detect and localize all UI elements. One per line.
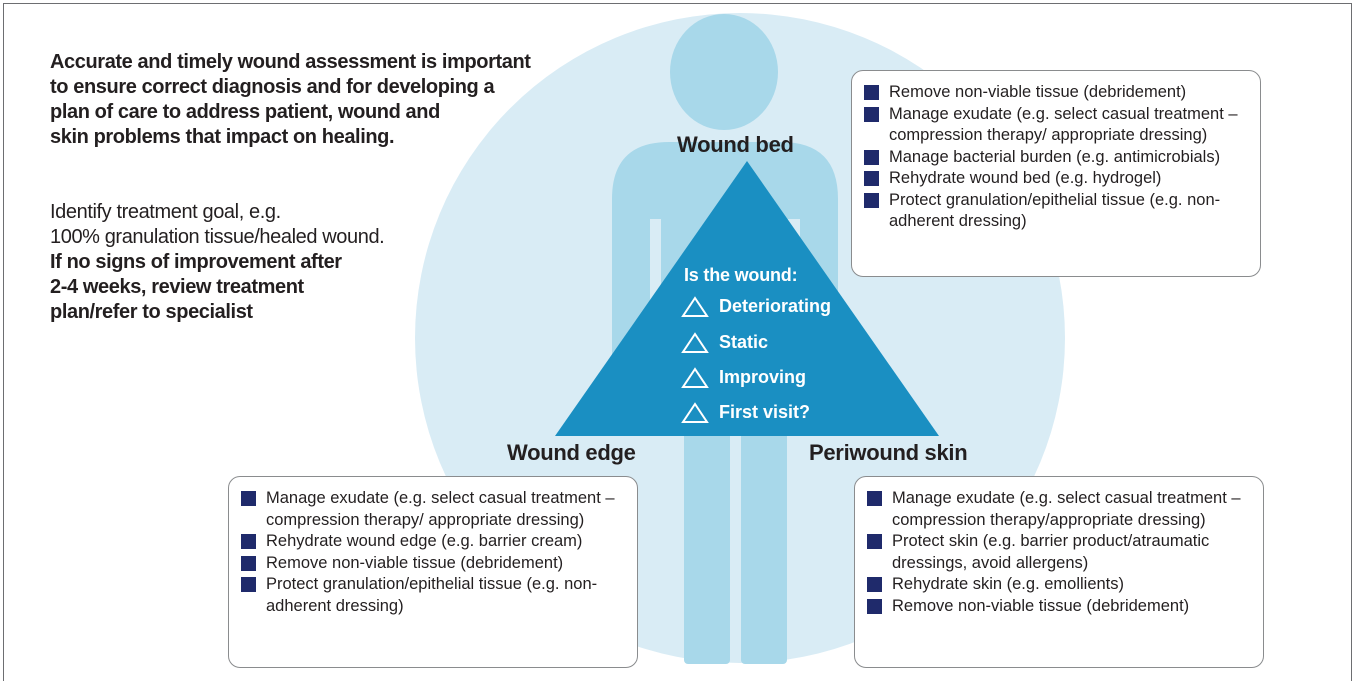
intro-line: plan of care to address patient, wound a…	[50, 100, 570, 125]
list-item: Remove non-viable tissue (debridement)	[864, 82, 1248, 104]
option-first-visit: First visit?	[681, 402, 810, 424]
list-item: Manage bacterial burden (e.g. antimicrob…	[864, 147, 1248, 169]
list-item: Protect skin (e.g. barrier product/atrau…	[867, 531, 1251, 574]
option-label: Static	[719, 332, 768, 352]
item-text: Remove non-viable tissue (debridement)	[889, 83, 1186, 101]
list-item: Remove non-viable tissue (debridement)	[867, 596, 1251, 618]
intro-line: Accurate and timely wound assessment is …	[50, 50, 570, 75]
list-item: Protect granulation/epithelial tissue (e…	[241, 574, 625, 617]
intro-paragraph-1: Accurate and timely wound assessment is …	[50, 50, 570, 150]
goal-line: 100% granulation tissue/healed wound.	[50, 225, 570, 250]
item-text: Remove non-viable tissue (debridement)	[892, 597, 1189, 615]
square-bullet-icon	[867, 577, 882, 592]
list-item: Manage exudate (e.g. select casual treat…	[864, 104, 1248, 147]
item-text: Manage exudate (e.g. select casual treat…	[889, 105, 1238, 145]
option-label: First visit?	[719, 402, 810, 422]
square-bullet-icon	[867, 599, 882, 614]
list-item: Rehydrate wound edge (e.g. barrier cream…	[241, 531, 625, 553]
list-item: Manage exudate (e.g. select casual treat…	[867, 488, 1251, 531]
square-bullet-icon	[864, 171, 879, 186]
item-text: Manage bacterial burden (e.g. antimicrob…	[889, 148, 1220, 166]
square-bullet-icon	[864, 193, 879, 208]
item-text: Rehydrate wound bed (e.g. hydrogel)	[889, 169, 1161, 187]
option-label: Improving	[719, 367, 806, 387]
periwound-skin-box: Manage exudate (e.g. select casual treat…	[854, 476, 1264, 668]
square-bullet-icon	[867, 491, 882, 506]
diagram-frame: Accurate and timely wound assessment is …	[3, 3, 1352, 681]
list-item: Protect granulation/epithelial tissue (e…	[864, 190, 1248, 233]
square-bullet-icon	[864, 85, 879, 100]
square-bullet-icon	[867, 534, 882, 549]
square-bullet-icon	[241, 491, 256, 506]
list-item: Manage exudate (e.g. select casual treat…	[241, 488, 625, 531]
square-bullet-icon	[864, 150, 879, 165]
square-bullet-icon	[241, 534, 256, 549]
intro-line: skin problems that impact on healing.	[50, 125, 570, 150]
item-text: Protect granulation/epithelial tissue (e…	[266, 575, 597, 615]
item-text: Manage exudate (e.g. select casual treat…	[892, 489, 1241, 529]
list-item: Rehydrate skin (e.g. emollients)	[867, 574, 1251, 596]
list-item: Remove non-viable tissue (debridement)	[241, 553, 625, 575]
option-label: Deteriorating	[719, 296, 831, 316]
square-bullet-icon	[864, 107, 879, 122]
review-line: 2-4 weeks, review treatment	[50, 275, 570, 300]
triangle-outline-icon	[681, 402, 709, 424]
option-improving: Improving	[681, 367, 806, 389]
silhouette-head	[670, 14, 778, 130]
option-static: Static	[681, 332, 768, 354]
review-line: plan/refer to specialist	[50, 300, 570, 325]
list-item: Rehydrate wound bed (e.g. hydrogel)	[864, 168, 1248, 190]
item-text: Protect skin (e.g. barrier product/atrau…	[892, 532, 1209, 572]
item-text: Protect granulation/epithelial tissue (e…	[889, 191, 1220, 231]
triangle-outline-icon	[681, 332, 709, 354]
goal-line: Identify treatment goal, e.g.	[50, 200, 570, 225]
square-bullet-icon	[241, 577, 256, 592]
heading-periwound-skin: Periwound skin	[809, 440, 967, 466]
item-text: Remove non-viable tissue (debridement)	[266, 554, 563, 572]
triangle-question: Is the wound:	[684, 265, 797, 286]
square-bullet-icon	[241, 556, 256, 571]
heading-wound-edge: Wound edge	[507, 440, 636, 466]
triangle-outline-icon	[681, 367, 709, 389]
wound-bed-box: Remove non-viable tissue (debridement) M…	[851, 70, 1261, 277]
item-text: Rehydrate skin (e.g. emollients)	[892, 575, 1124, 593]
item-text: Manage exudate (e.g. select casual treat…	[266, 489, 615, 529]
review-line: If no signs of improvement after	[50, 250, 570, 275]
intro-paragraph-2: Identify treatment goal, e.g. 100% granu…	[50, 200, 570, 325]
item-text: Rehydrate wound edge (e.g. barrier cream…	[266, 532, 582, 550]
intro-line: to ensure correct diagnosis and for deve…	[50, 75, 570, 100]
triangle-outline-icon	[681, 296, 709, 318]
wound-edge-box: Manage exudate (e.g. select casual treat…	[228, 476, 638, 668]
option-deteriorating: Deteriorating	[681, 296, 831, 318]
heading-wound-bed: Wound bed	[677, 132, 794, 158]
